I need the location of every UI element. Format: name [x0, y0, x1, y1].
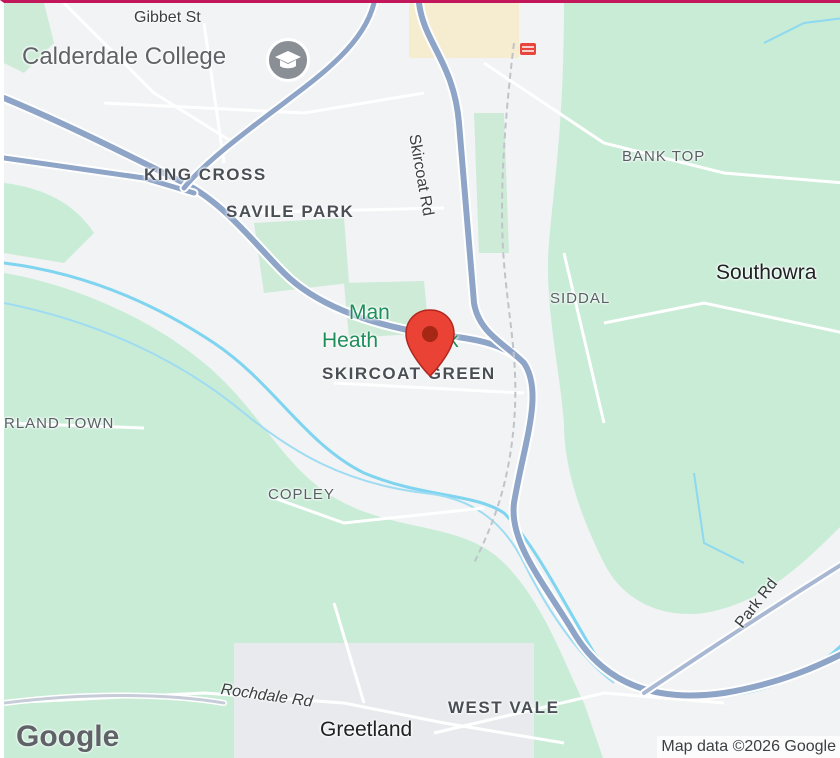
map-pin-icon[interactable] [402, 308, 458, 383]
green-area-west [4, 183, 94, 263]
label-west-vale: WEST VALE [448, 698, 560, 717]
label-copley: COPLEY [268, 486, 335, 503]
green-area-north [4, 3, 54, 73]
label-manor-heath-park-line2[interactable]: Heath [322, 329, 379, 352]
label-calderdale-college[interactable]: Calderdale College [22, 43, 227, 70]
label-savile-park: SAVILE PARK [226, 202, 355, 221]
label-gibbet-st: Gibbet St [134, 9, 201, 26]
urban-area-greetland [234, 643, 534, 758]
label-siddal: SIDDAL [550, 290, 611, 307]
label-southowram: Southowra [716, 261, 817, 284]
minor-roads [4, 3, 840, 745]
label-sowerby-town: RLAND TOWN [4, 415, 115, 432]
label-skircoat-green: SKIRCOAT GREEN [322, 364, 496, 383]
graduation-cap-icon[interactable] [266, 38, 310, 82]
train-station-icon[interactable] [520, 43, 536, 55]
label-greetland: Greetland [320, 718, 413, 741]
green-area-skircoat [474, 113, 509, 253]
green-area-east [547, 3, 840, 614]
green-area-savile-park [254, 218, 349, 293]
label-bank-top: BANK TOP [622, 148, 706, 165]
label-king-cross: KING CROSS [144, 165, 267, 184]
label-manor-heath-park-line1[interactable]: Man [349, 301, 390, 324]
stream-northeast [763, 17, 840, 44]
green-area-southwest [4, 273, 603, 758]
stream-east [693, 472, 745, 564]
map-attribution[interactable]: Map data ©2026 Google [657, 736, 840, 758]
google-logo[interactable]: Google [16, 720, 120, 753]
canal [4, 302, 615, 684]
